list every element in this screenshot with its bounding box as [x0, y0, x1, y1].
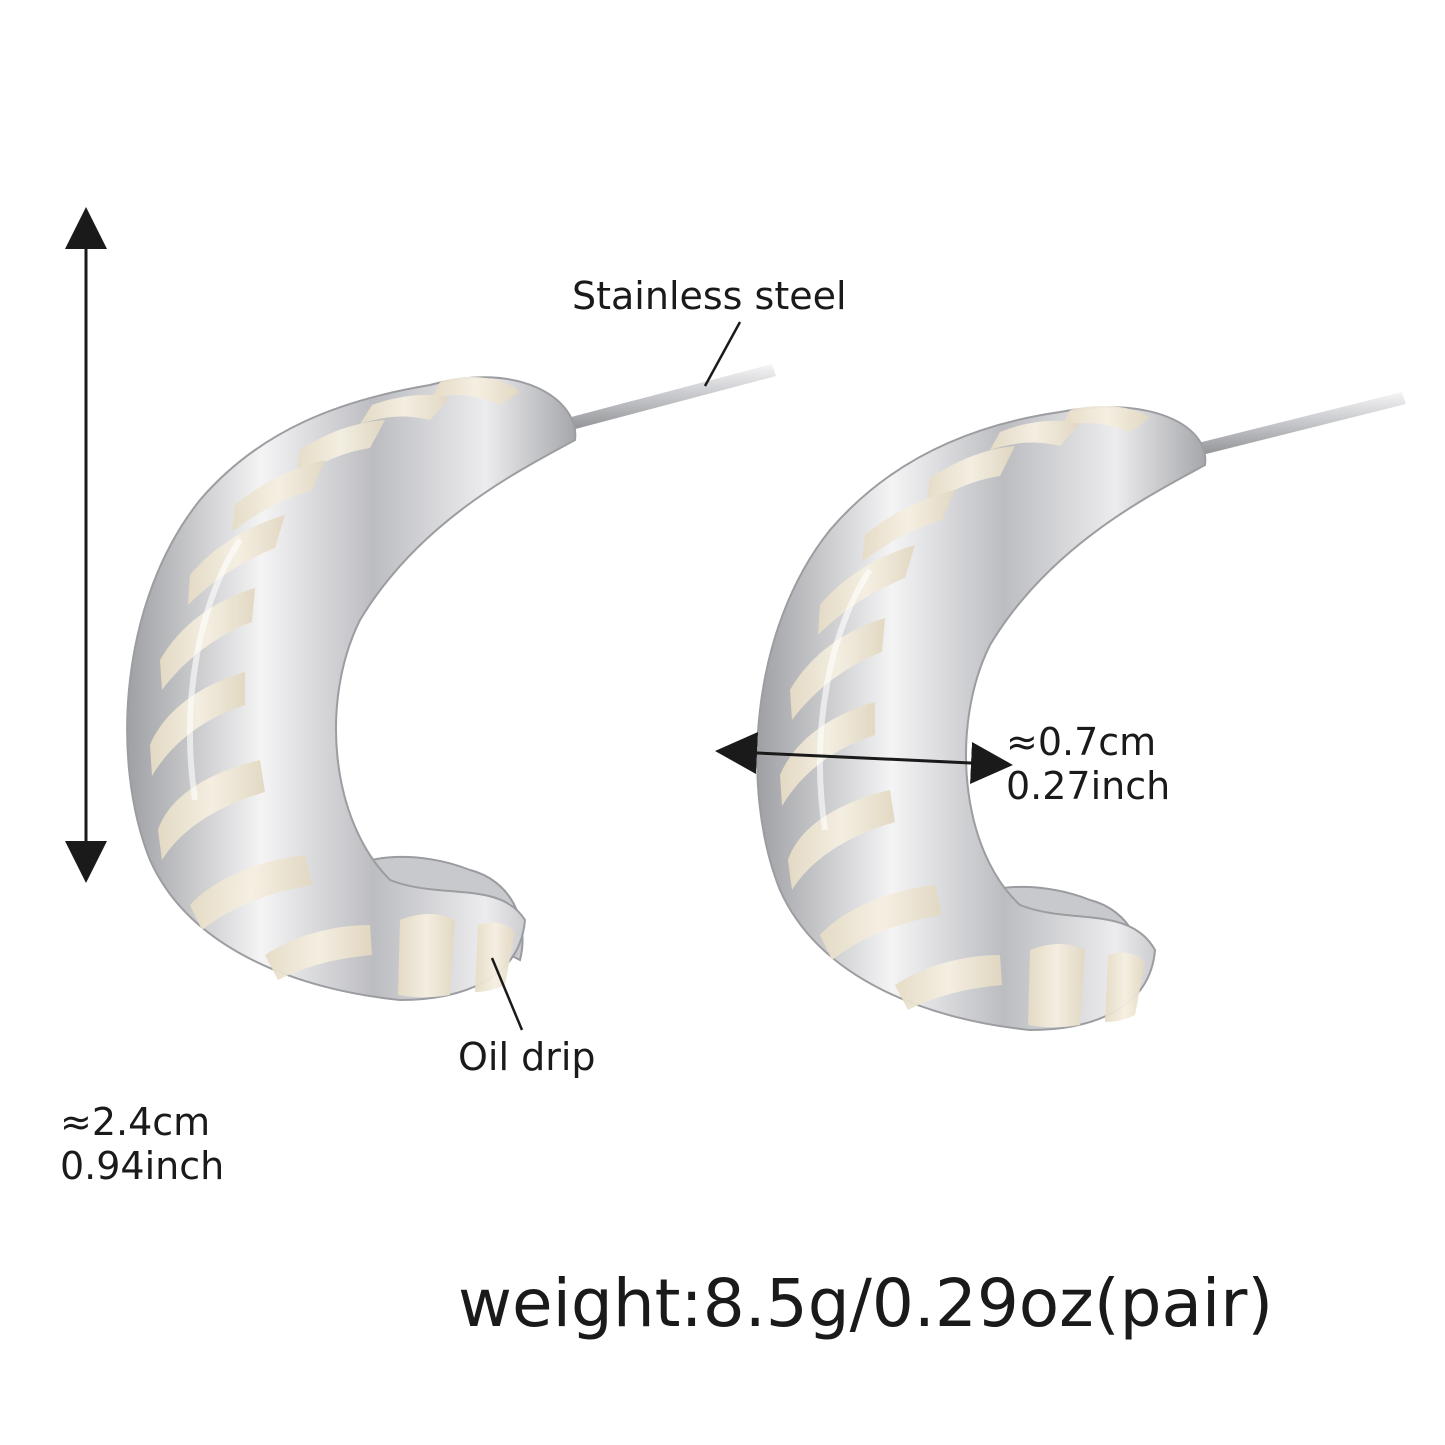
- left-earring: [126, 364, 776, 1002]
- height-dimension-label: ≈2.4cm 0.94inch: [60, 1100, 224, 1188]
- left-earring-body: [126, 376, 577, 1002]
- right-earring-body: [756, 406, 1207, 1032]
- right-earring: [756, 392, 1406, 1032]
- right-earring-post: [1190, 392, 1406, 457]
- width-inch: 0.27inch: [1006, 764, 1171, 808]
- height-cm: ≈2.4cm: [60, 1100, 211, 1144]
- width-arrow-icon: [715, 732, 1013, 784]
- left-earring-post: [560, 364, 776, 432]
- width-dimension-label: ≈0.7cm 0.27inch: [1006, 720, 1170, 808]
- finish-label: Oil drip: [458, 1035, 596, 1079]
- width-cm: ≈0.7cm: [1006, 720, 1157, 764]
- height-inch: 0.94inch: [60, 1144, 225, 1188]
- material-label: Stainless steel: [572, 274, 847, 318]
- finish-pointer-line: [490, 957, 524, 1031]
- material-pointer-line: [703, 321, 742, 387]
- weight-label: weight:8.5g/0.29oz(pair): [458, 1265, 1274, 1342]
